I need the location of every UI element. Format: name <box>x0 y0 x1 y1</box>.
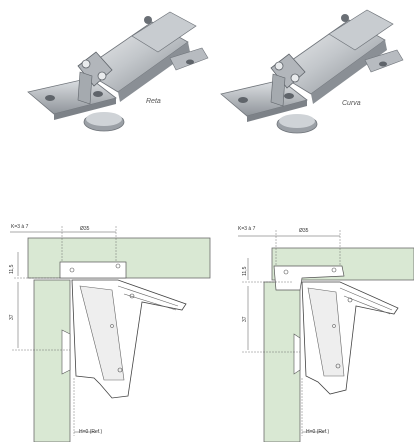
product-name-curved: Curva <box>342 100 361 107</box>
width-label-left: Ø35 <box>80 226 90 232</box>
technical-drawing-straight <box>10 226 211 442</box>
top-label-left: 11,5 <box>9 264 15 274</box>
hinge-photo-curved <box>220 9 404 134</box>
side-label-left: 37 <box>9 314 15 320</box>
top-label-right: 11,5 <box>242 266 248 276</box>
bottom-label-right: H=0 (Ref.) <box>306 429 330 435</box>
technical-drawing-curved <box>238 230 414 442</box>
k-label-right: K=3 à 7 <box>238 226 256 232</box>
bottom-label-left: H=0 (Ref.) <box>79 429 103 435</box>
product-name-straight: Reta <box>146 98 161 105</box>
hinge-photo-straight <box>27 11 209 132</box>
side-label-right: 37 <box>242 316 248 322</box>
k-label-left: K=3 à 7 <box>11 224 29 230</box>
width-label-right: Ø35 <box>299 228 309 234</box>
